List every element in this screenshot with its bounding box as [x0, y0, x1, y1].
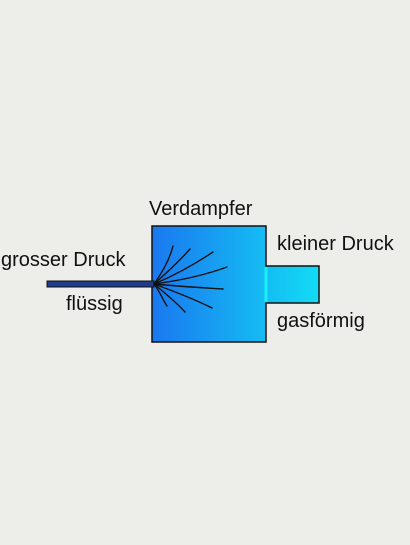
evaporator-title: Verdampfer — [149, 198, 253, 220]
spray-line — [153, 251, 214, 285]
inlet-state-label: flüssig — [66, 293, 123, 315]
pipe-seam — [264, 267, 268, 302]
spray-line — [153, 283, 186, 313]
inlet-pipe — [46, 280, 155, 288]
spray-line — [153, 245, 174, 285]
spray-lines — [153, 245, 228, 313]
outlet-pressure-label: kleiner Druck — [277, 233, 394, 255]
evaporator-chamber — [151, 225, 320, 343]
spray-line — [153, 283, 168, 307]
spray-line — [153, 266, 228, 285]
spray-line — [153, 283, 224, 290]
spray-line — [153, 283, 213, 309]
outlet-state-label: gasförmig — [277, 310, 365, 332]
spray-line — [153, 248, 191, 285]
inlet-pressure-label: grosser Druck — [1, 249, 126, 271]
